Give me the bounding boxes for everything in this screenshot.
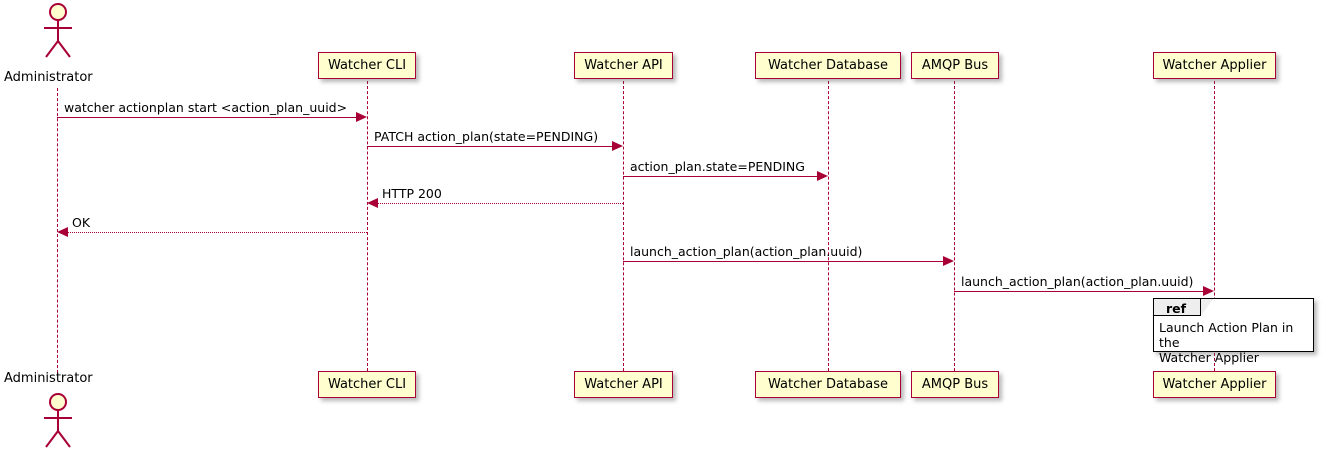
ref-fragment-tab [1154,299,1201,316]
message-line-launch-action-plan-api [623,261,943,262]
participant-label-amqp-bus-bottom: AMQP Bus [921,377,989,392]
participant-box-watcher-api-bottom[interactable]: Watcher API [574,371,673,398]
participant-box-watcher-applier[interactable]: Watcher Applier [1153,52,1276,79]
message-arrowhead-launch-action-plan-api [943,256,954,266]
lifeline-amqp-bus [954,81,955,371]
ref-fragment-body: Launch Action Plan in the Watcher Applie… [1159,320,1294,365]
lifeline-watcher-applier [1214,81,1215,371]
participant-label-watcher-cli: Watcher CLI [327,58,407,73]
participant-box-watcher-cli[interactable]: Watcher CLI [318,52,416,79]
participant-box-amqp-bus[interactable]: AMQP Bus [911,52,999,79]
actor-label-administrator-bottom: Administrator [4,371,93,386]
message-line-action-plan-state-pending [623,176,817,177]
message-line-ok [68,232,367,233]
participant-box-watcher-database[interactable]: Watcher Database [755,52,901,79]
message-label-watcher-actionplan-start: watcher actionplan start <action_plan_uu… [64,100,348,115]
ref-fragment: ref Launch Action Plan in the Watcher Ap… [1153,298,1314,365]
participant-label-watcher-database: Watcher Database [768,58,888,73]
message-label-ok: OK [72,215,91,230]
participant-label-watcher-database-bottom: Watcher Database [768,377,888,392]
lifeline-watcher-cli [367,81,368,371]
participant-label-amqp-bus: AMQP Bus [921,58,989,73]
participant-label-watcher-cli-bottom: Watcher CLI [327,377,407,392]
message-arrowhead-watcher-actionplan-start [356,112,367,122]
message-label-launch-action-plan-bus: launch_action_plan(action_plan.uuid) [961,274,1194,289]
participant-box-amqp-bus-bottom[interactable]: AMQP Bus [911,371,999,398]
message-arrowhead-http-200 [367,198,378,208]
actor-administrator-bottom [44,393,72,448]
message-label-action-plan-state-pending: action_plan.state=PENDING [630,159,805,174]
participant-box-watcher-applier-bottom[interactable]: Watcher Applier [1153,371,1276,398]
message-arrowhead-action-plan-state-pending [817,171,828,181]
message-arrowhead-launch-action-plan-bus [1203,286,1214,296]
message-arrowhead-ok [57,227,68,237]
participant-label-watcher-api: Watcher API [584,58,663,73]
message-arrowhead-patch-action-plan [612,141,623,151]
message-label-patch-action-plan: PATCH action_plan(state=PENDING) [374,129,599,144]
participant-label-watcher-applier: Watcher Applier [1162,58,1267,73]
actor-administrator-top [44,3,72,58]
message-label-launch-action-plan-api: launch_action_plan(action_plan.uuid) [630,244,863,259]
message-line-patch-action-plan [367,146,612,147]
participant-box-watcher-api[interactable]: Watcher API [574,52,673,79]
message-line-watcher-actionplan-start [57,117,360,118]
message-line-launch-action-plan-bus [954,291,1203,292]
actor-label-administrator-top: Administrator [4,70,93,85]
lifeline-watcher-api [623,81,624,371]
message-label-http-200: HTTP 200 [382,186,442,201]
participant-box-watcher-cli-bottom[interactable]: Watcher CLI [318,371,416,398]
participant-label-watcher-api-bottom: Watcher API [584,377,663,392]
participant-box-watcher-database-bottom[interactable]: Watcher Database [755,371,901,398]
participant-label-watcher-applier-bottom: Watcher Applier [1162,377,1267,392]
ref-fragment-tab-label: ref [1166,301,1187,316]
lifeline-watcher-database [828,81,829,371]
message-line-http-200 [378,203,623,204]
ref-fragment-tab-fold [1201,299,1213,316]
